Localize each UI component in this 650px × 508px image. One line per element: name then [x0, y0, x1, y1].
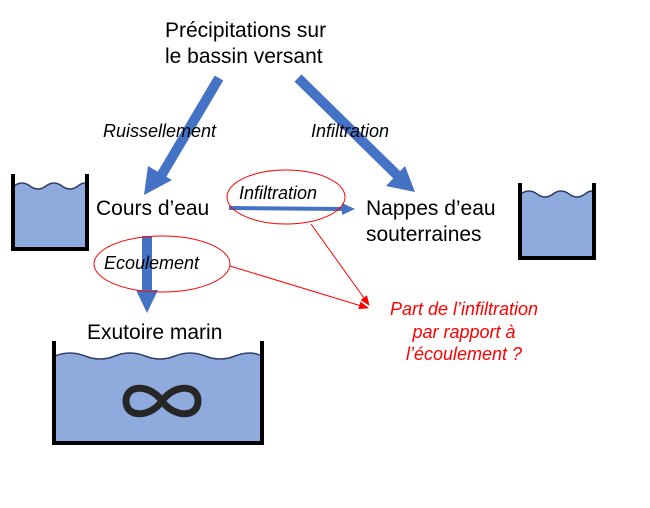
connector-ecoulement: [229, 265, 369, 310]
infiltration-mid-label: Infiltration: [239, 183, 318, 203]
exutoire-label: Exutoire marin: [87, 321, 223, 344]
question-line-1: Part de l’infiltration: [389, 299, 539, 319]
precipitation-line-1: Précipitations sur: [165, 19, 327, 42]
question-line-2: par rapport à: [412, 321, 516, 342]
ecoulement-label: Ecoulement: [104, 253, 200, 273]
ellipse-infiltration: [226, 169, 346, 225]
arrow-infiltration-top: [294, 74, 415, 192]
tank-cours-eau: [11, 174, 89, 251]
question-line-3: l’écoulement ?: [405, 344, 523, 364]
ellipse-ecoulement: [93, 235, 231, 293]
question-label: Part de l’infiltration par rapport à l’é…: [370, 298, 558, 366]
arrow-infiltration-mid: [228, 203, 355, 215]
nappes-line-2: souterraines: [366, 223, 482, 247]
precipitation-label: Précipitations sur le bassin versant: [165, 18, 326, 71]
tank-nappes: [518, 183, 596, 260]
nappes-line-1: Nappes d’eau: [366, 197, 496, 220]
connector-infiltration: [310, 223, 370, 306]
arrow-ruissellement: [144, 75, 224, 195]
arrow-ecoulement: [136, 236, 158, 313]
ruissellement-label: Ruissellement: [103, 121, 217, 141]
precipitation-line-2: le bassin versant: [165, 45, 323, 69]
infinity-icon: [122, 384, 202, 418]
cours-eau-label: Cours d’eau: [96, 197, 210, 220]
infiltration-top-label: Infiltration: [311, 121, 390, 141]
nappes-label: Nappes d’eau souterraines: [366, 196, 496, 249]
